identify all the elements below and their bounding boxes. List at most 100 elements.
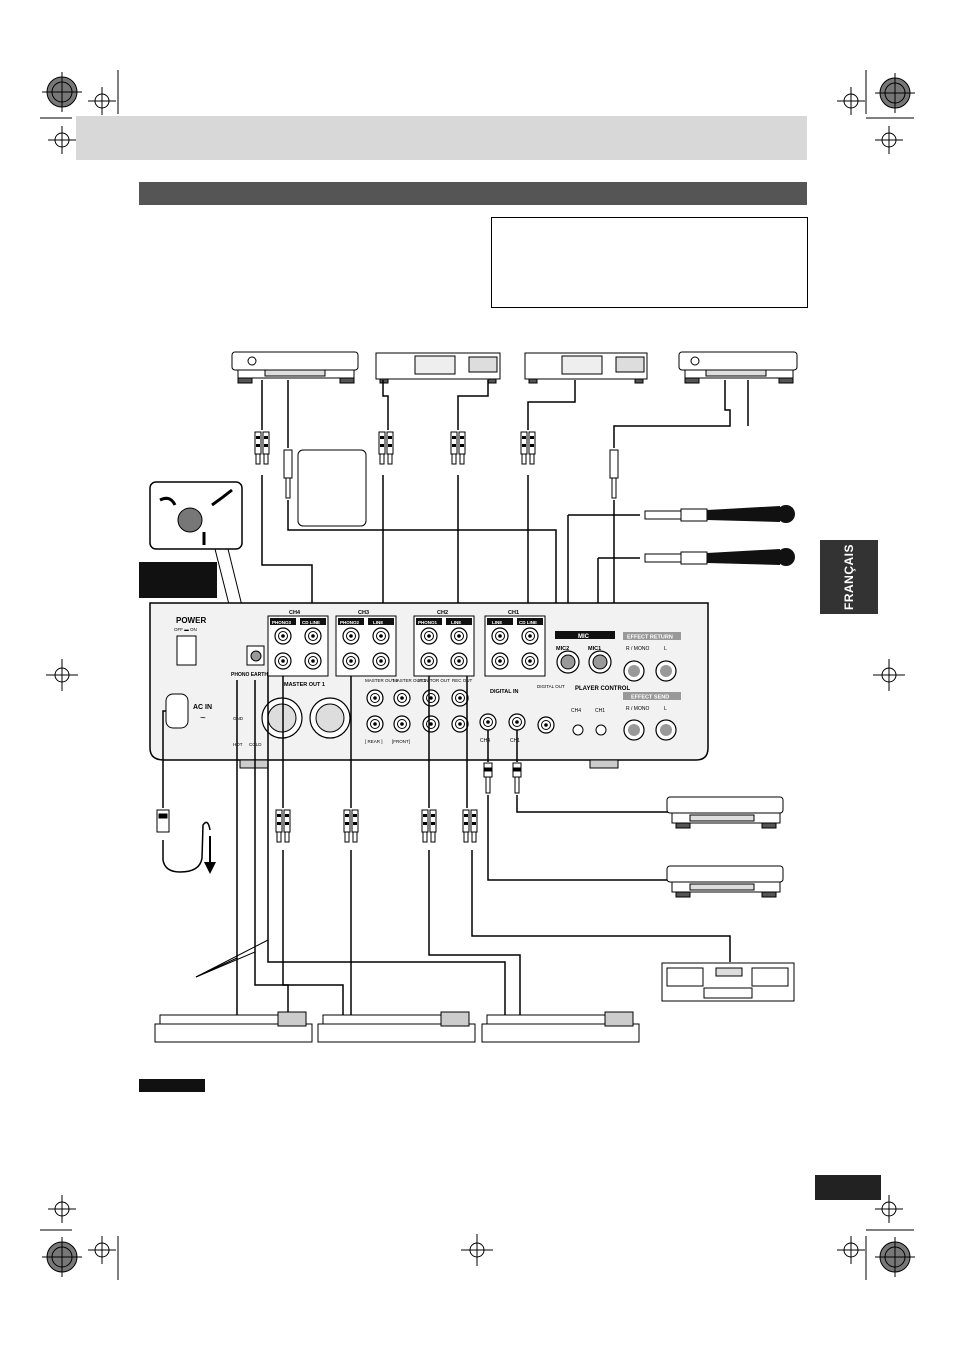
ac-symbol: ~ <box>200 713 206 724</box>
note-label-box <box>139 1079 205 1092</box>
jack-phono3-l[interactable] <box>274 627 292 645</box>
rca-plug-4 <box>520 431 536 465</box>
rec-out-label: REC OUT <box>452 678 473 683</box>
player-control-ch1-label: CH1 <box>595 708 605 714</box>
reg-mark-top-left-3 <box>48 126 76 154</box>
jack-rec-out-r[interactable] <box>451 715 469 733</box>
turntable-top-left <box>231 351 359 384</box>
mic2-label: MIC2 <box>556 646 569 652</box>
jack-monitor-out-r[interactable] <box>422 715 440 733</box>
jack-phono1-r[interactable] <box>420 652 438 670</box>
reg-mark-top-left-1 <box>42 72 82 112</box>
header-bar <box>76 116 807 160</box>
power-plug <box>156 809 170 833</box>
power-label: POWER <box>176 616 206 625</box>
earth-terminal-inset <box>149 481 246 641</box>
page-number-box <box>815 1175 881 1200</box>
cd-turntable-right-1 <box>666 796 784 829</box>
rca-plug-master-out2 <box>343 809 359 843</box>
reg-mark-bottom-right-1 <box>875 1237 915 1277</box>
reg-mark-bottom-center <box>461 1234 493 1266</box>
jack-digital-in-ch1[interactable] <box>508 713 526 731</box>
rca-plug-monitor <box>421 809 437 843</box>
effect-return-l-label: L <box>664 646 667 652</box>
line-label-ch2: LINE <box>451 620 461 625</box>
reg-mark-bottom-right-3 <box>837 1236 865 1264</box>
effect-send-label: EFFECT SEND <box>631 695 669 701</box>
jack-line2-l[interactable] <box>450 627 468 645</box>
jack-player-control-ch4[interactable] <box>572 724 584 736</box>
reg-mark-bottom-left-3 <box>88 1236 116 1264</box>
digital-in-ch4-label: CH4 <box>480 738 490 744</box>
effect-return-r-mono-label: R / MONO <box>626 646 649 652</box>
digital-plug-ch4 <box>483 762 493 794</box>
turntable-bottom-1 <box>154 1011 313 1043</box>
jack-digital-in-ch4[interactable] <box>479 713 497 731</box>
mini-plug-1 <box>283 449 293 499</box>
jack-cdline1-r[interactable] <box>521 652 539 670</box>
jack-line1-r[interactable] <box>491 652 509 670</box>
jack-rec-out-l[interactable] <box>451 689 469 707</box>
hot-label: HOT <box>233 742 243 747</box>
reg-mark-top-left-2 <box>88 87 116 115</box>
jack-master-out2-r[interactable] <box>366 715 384 733</box>
rca-plug-1 <box>254 431 270 465</box>
phono-earth-terminal[interactable] <box>250 650 262 662</box>
turntable-bottom-3 <box>481 1011 640 1043</box>
jack-line1-l[interactable] <box>491 627 509 645</box>
ac-inlet <box>165 693 189 729</box>
front-label: [FRONT] <box>392 739 410 744</box>
rear-label: [ REAR ] <box>365 739 383 744</box>
jack-phono1-l[interactable] <box>420 627 438 645</box>
mini-plug-2 <box>609 449 619 499</box>
jack-phono3-r[interactable] <box>274 652 292 670</box>
mixer-rear-panel: POWER OFF ▬ ON AC IN ~ PHONO EARTH GND H… <box>149 602 709 769</box>
ch3-label: CH3 <box>358 610 369 616</box>
master-out1-small-label: MASTER OUT 1 <box>393 678 427 683</box>
jack-master-out1-r[interactable] <box>393 715 411 733</box>
line-label-ch1: LINE <box>492 620 502 625</box>
digital-in-ch1-label: CH1 <box>510 738 520 744</box>
reg-mark-bottom-right-2 <box>875 1195 903 1223</box>
jack-cdline4-r[interactable] <box>304 652 322 670</box>
jack-cdline4-l[interactable] <box>304 627 322 645</box>
power-switch[interactable] <box>176 635 197 666</box>
cd-player-top-1 <box>375 352 501 384</box>
jack-monitor-out-l[interactable] <box>422 689 440 707</box>
turntable-bottom-2 <box>317 1011 476 1043</box>
ch1-label: CH1 <box>508 610 519 616</box>
jack-master-out1-l[interactable] <box>393 689 411 707</box>
phono-earth-label: PHONO EARTH <box>231 672 268 678</box>
jack-line2-r[interactable] <box>450 652 468 670</box>
master-out2-label: MASTER OUT 2 <box>365 678 399 683</box>
jack-master-out2-l[interactable] <box>366 689 384 707</box>
reg-mark-top-right-2 <box>837 87 865 115</box>
jack-phono2-l[interactable] <box>342 627 360 645</box>
jack-cdline1-l[interactable] <box>521 627 539 645</box>
jack-line3-l[interactable] <box>372 627 390 645</box>
jack-line3-r[interactable] <box>372 652 390 670</box>
jack-player-control-ch1[interactable] <box>595 724 607 736</box>
microphone-2 <box>644 548 795 566</box>
callout-pointer-lines <box>195 939 269 978</box>
bottom-wires <box>162 676 731 1020</box>
cassette-deck <box>661 962 795 1002</box>
master-out1-label: MASTER OUT 1 <box>284 682 325 688</box>
inset-note-box <box>297 449 367 527</box>
microphone-1 <box>644 505 795 523</box>
gnd-label: GND <box>233 716 244 721</box>
turntable-top-right <box>678 351 798 384</box>
jack-phono2-r[interactable] <box>342 652 360 670</box>
player-control-ch4-label: CH4 <box>571 708 581 714</box>
phono3-label: PHONO3 <box>272 620 292 625</box>
rca-plug-rec <box>462 809 478 843</box>
monitor-out-label: MONITOR OUT <box>418 678 450 683</box>
player-control-label: PLAYER CONTROL <box>575 686 630 692</box>
jack-digital-out[interactable] <box>537 716 555 734</box>
ch2-label: CH2 <box>437 610 448 616</box>
cd-turntable-right-2 <box>666 865 784 898</box>
digital-in-label: DIGITAL IN <box>490 689 519 695</box>
language-tab: FRANÇAIS <box>820 540 878 614</box>
reg-mark-bottom-left-2 <box>48 1195 76 1223</box>
